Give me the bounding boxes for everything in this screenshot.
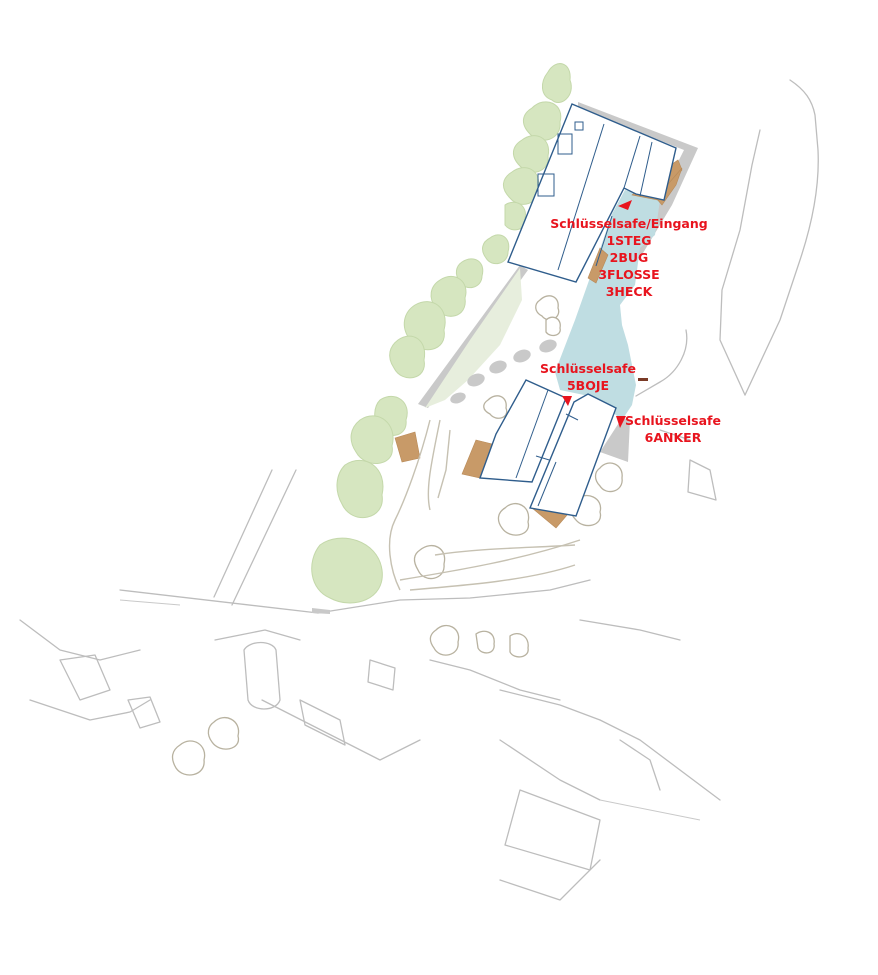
label-anker-line1: Schlüsselsafe	[625, 413, 721, 428]
label-main-line3: 2BUG	[610, 250, 649, 265]
building-anker	[529, 393, 617, 517]
trees	[311, 63, 572, 604]
label-main-line4: 3FLOSSE	[598, 267, 659, 282]
context-linework	[19, 79, 819, 901]
location-marker-icon	[562, 396, 572, 406]
water-basin	[555, 190, 660, 420]
shrubs	[171, 295, 623, 776]
location-marker-icon	[618, 200, 632, 210]
label-anker: Schlüsselsafe 6ANKER	[625, 413, 721, 445]
label-boje: Schlüsselsafe 5BOJE	[540, 361, 636, 393]
lawn-areas	[425, 268, 522, 408]
location-marker-icon	[616, 416, 626, 428]
building-boje	[479, 379, 567, 483]
label-main-entrance: Schlüsselsafe/Eingang 1STEG 2BUG 3FLOSSE…	[550, 216, 707, 299]
label-boje-line1: Schlüsselsafe	[540, 361, 636, 376]
label-main-line2: 1STEG	[606, 233, 651, 248]
label-main-line5: 3HECK	[606, 284, 654, 299]
garden-paths	[388, 419, 581, 591]
label-anker-line2: 6ANKER	[645, 430, 702, 445]
stepping-stones	[450, 339, 557, 404]
label-main-line1: Schlüsselsafe/Eingang	[550, 216, 707, 231]
building-north	[507, 103, 677, 283]
label-boje-line2: 5BOJE	[567, 378, 609, 393]
buildings	[479, 103, 677, 517]
location-markers	[562, 200, 632, 428]
